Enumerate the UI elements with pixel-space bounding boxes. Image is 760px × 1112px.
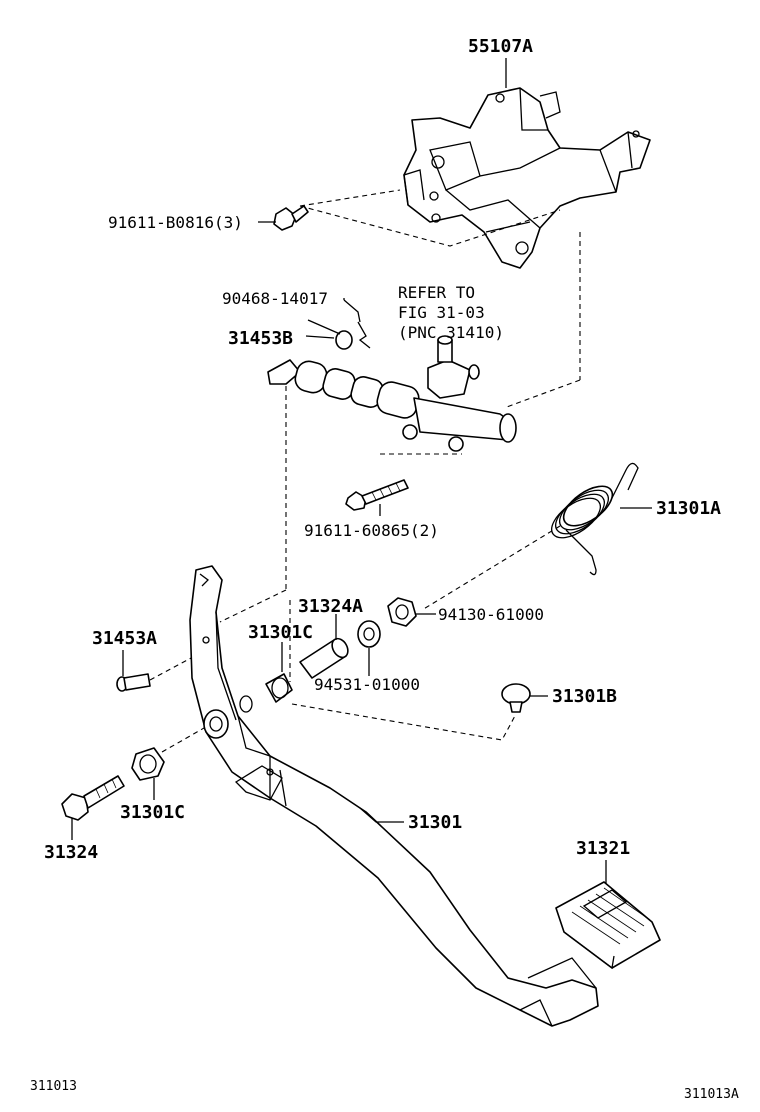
label-refer-3: (PNC 31410) xyxy=(398,323,504,342)
leader-pedal xyxy=(359,807,404,823)
master-cylinder[interactable] xyxy=(267,335,517,452)
dash-spring xyxy=(421,525,561,611)
footer-right-code: 311013A xyxy=(684,1087,739,1102)
label-spring: 31301A xyxy=(656,498,721,519)
label-bushing-b: 31453B xyxy=(228,328,293,349)
pedal-pad[interactable] xyxy=(555,860,661,970)
cylinder-bolt[interactable] xyxy=(345,479,409,511)
leader-31453b xyxy=(307,319,341,335)
clip[interactable] xyxy=(343,299,371,349)
label-bushing-c-upper: 31301C xyxy=(248,622,313,643)
dash-cylinder-pedal-2 xyxy=(219,589,287,623)
footer-left-code: 311013 xyxy=(30,1079,77,1094)
dash-bracket-bolt xyxy=(299,205,561,247)
dash-pin xyxy=(149,649,207,681)
dash-bracket-bolt-2 xyxy=(299,189,401,207)
pivot-bolt[interactable] xyxy=(61,775,125,840)
label-bolt-bracket: 91611-B0816(3) xyxy=(108,213,243,232)
bracket-bolt[interactable] xyxy=(273,205,309,231)
bushing-31301c-upper[interactable] xyxy=(265,642,293,703)
label-refer-1: REFER TO xyxy=(398,283,475,302)
pin[interactable] xyxy=(116,650,151,692)
clutch-pedal-arm[interactable] xyxy=(189,565,599,1027)
label-bushing-c-lower: 31301C xyxy=(120,802,185,823)
collar[interactable] xyxy=(299,614,351,679)
washer[interactable] xyxy=(357,620,381,676)
dash-bracket-cylinder-2 xyxy=(503,379,581,409)
label-refer-2: FIG 31-03 xyxy=(398,303,485,322)
label-pedal: 31301 xyxy=(408,812,462,833)
nut[interactable] xyxy=(387,597,436,627)
label-pin: 31453A xyxy=(92,628,157,649)
label-stopper: 31301B xyxy=(552,686,617,707)
label-collar: 31324A xyxy=(298,596,363,617)
dash-bushing-lower xyxy=(161,727,205,753)
stopper[interactable] xyxy=(501,683,548,713)
label-bracket: 55107A xyxy=(468,36,533,57)
label-pad: 31321 xyxy=(576,838,630,859)
bushing-31453b[interactable] xyxy=(305,330,353,350)
label-pivot-bolt: 31324 xyxy=(44,842,98,863)
pedal-bracket[interactable] xyxy=(403,87,651,269)
label-clip: 90468-14017 xyxy=(222,289,328,308)
bushing-31301c-lower[interactable] xyxy=(131,747,165,800)
return-spring[interactable] xyxy=(545,462,639,576)
label-bolt-cylinder: 91611-60865(2) xyxy=(304,521,439,540)
label-washer: 94531-01000 xyxy=(314,675,420,694)
label-nut: 94130-61000 xyxy=(438,605,544,624)
dash-stopper xyxy=(291,703,517,741)
